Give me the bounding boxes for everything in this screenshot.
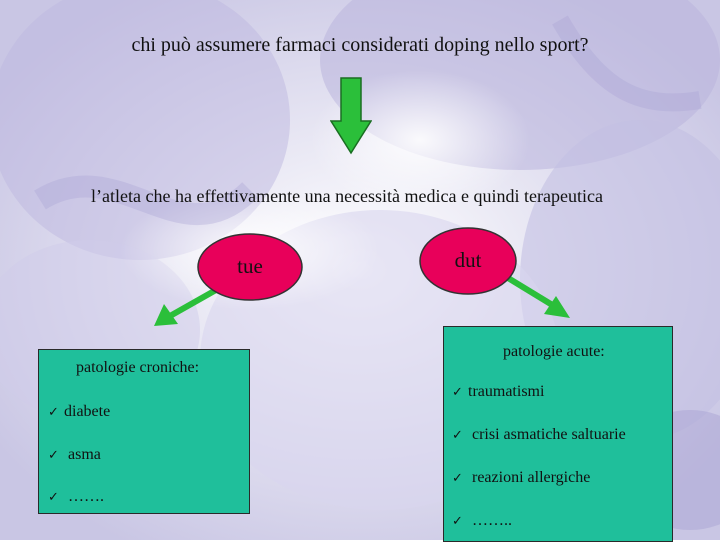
check-icon: ✓	[48, 405, 59, 420]
check-icon: ✓	[48, 490, 59, 505]
check-icon: ✓	[452, 428, 463, 443]
check-icon: ✓	[452, 385, 463, 400]
check-icon: ✓	[452, 471, 463, 486]
right-diagonal-arrow-icon	[506, 275, 570, 318]
dut-label: dut	[454, 248, 482, 272]
question-text: chi può assumere farmaci considerati dop…	[131, 34, 589, 56]
chronic-conditions-heading: patologie croniche:	[76, 359, 200, 376]
dut-ellipse	[419, 227, 517, 295]
answer-text: l’atleta che ha effettivamente una neces…	[91, 186, 603, 206]
down-arrow-icon	[330, 77, 372, 155]
check-icon: ✓	[452, 514, 463, 529]
tue-label: tue	[237, 254, 263, 278]
list-item: ✓diabete	[48, 403, 111, 420]
list-item: ✓ …….	[48, 488, 104, 505]
check-icon: ✓	[48, 448, 59, 463]
list-item: ✓ ……..	[452, 512, 512, 529]
acute-conditions-box: patologie acute: ✓traumatismi ✓ crisi as…	[443, 326, 673, 542]
chronic-conditions-box: patologie croniche: ✓diabete ✓ asma ✓ ………	[38, 349, 250, 514]
list-item: ✓traumatismi	[452, 383, 545, 400]
list-item: ✓ reazioni allergiche	[452, 469, 591, 486]
acute-conditions-heading: patologie acute:	[503, 343, 605, 360]
list-item: ✓ crisi asmatiche saltuarie	[452, 426, 626, 443]
tue-ellipse	[197, 233, 303, 301]
list-item: ✓ asma	[48, 446, 101, 463]
